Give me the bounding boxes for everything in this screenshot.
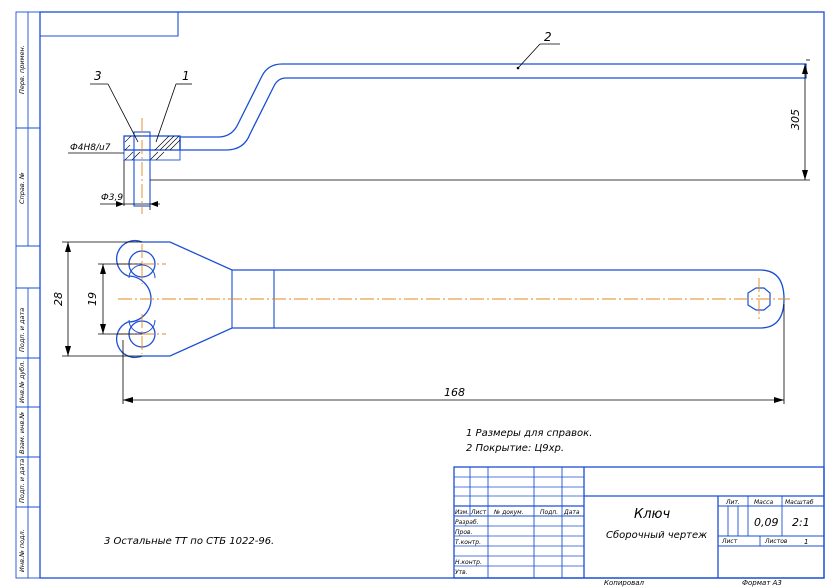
tb-razrab: Разраб. <box>455 519 479 526</box>
tb-listov: 1 <box>804 538 808 546</box>
tb-list-label: Лист <box>721 538 738 545</box>
side-label-podp-data-2: Подп. и дата <box>18 459 26 503</box>
note-3: 3 Остальные ТТ по СТБ 1022-96. <box>104 536 274 547</box>
dim-hole-fit-text: Ф4Н8/u7 <box>70 143 111 153</box>
side-label-perv-primen: Перв. примен. <box>18 45 26 94</box>
tb-listov-label: Листов <box>764 538 788 545</box>
side-label-inv-podl: Инв.№ подл. <box>18 529 26 572</box>
tb-utv: Утв. <box>455 569 468 576</box>
callout-1: 1 <box>182 69 190 83</box>
side-label-inv-dubl: Инв.№ дубл. <box>18 361 26 403</box>
head-lower <box>123 149 181 161</box>
tech-notes: 1 Размеры для справок. 2 Покрытие: Ц9хр.… <box>104 428 592 547</box>
tb-list: Лист <box>470 509 487 516</box>
dim-hole-fit: Ф4Н8/u7 <box>68 143 124 154</box>
dim-19: 19 <box>86 263 142 335</box>
title-block-labels: Изм. Лист № докум. Подп. Дата Разраб. Пр… <box>455 499 814 576</box>
callout-2: 2 <box>544 30 552 44</box>
tb-nkontr: Н.контр. <box>455 559 482 566</box>
sheet-outer-frame <box>15 11 825 579</box>
tb-massa-label: Масса <box>754 499 773 506</box>
dim-28: 28 <box>52 241 142 357</box>
section-hatching <box>124 135 181 161</box>
dim-168-text: 168 <box>444 386 465 399</box>
title-block <box>453 466 825 579</box>
dim-168: 168 <box>122 304 785 404</box>
tb-kopiroval: Копировал <box>604 579 645 587</box>
dim-28-text: 28 <box>52 292 65 306</box>
dim-dia39: Ф3,9 <box>100 193 160 207</box>
tb-masshtab-label: Масштаб <box>785 499 814 506</box>
callouts: 2 3 1 <box>90 30 560 143</box>
tb-data: Дата <box>563 509 580 516</box>
note-1: 1 Размеры для справок. <box>466 428 592 439</box>
sheet-inner-frame <box>39 11 825 579</box>
side-strip-lines <box>16 12 40 578</box>
dim-19-text: 19 <box>86 292 99 306</box>
side-strip-labels: Перв. примен. Справ. № Подп. и дата Инв.… <box>18 45 26 572</box>
handle-outline <box>179 63 807 151</box>
note-2: 2 Покрытие: Ц9хр. <box>466 443 564 454</box>
tb-lit-label: Лит. <box>725 499 740 506</box>
plan-outline <box>116 239 785 359</box>
tb-prov: Пров. <box>455 529 473 536</box>
dim-305: 305 <box>150 59 810 181</box>
dim-305-text: 305 <box>789 109 802 130</box>
callout-3: 3 <box>94 69 102 83</box>
top-designation-box <box>40 12 179 37</box>
tb-podp: Подп. <box>540 509 558 516</box>
tb-docnum: № докум. <box>493 509 524 516</box>
side-view <box>123 63 807 214</box>
tb-tkontr: Т.контр. <box>455 539 481 546</box>
jaw-hollow-top <box>128 264 156 279</box>
tb-massa: 0,09 <box>754 516 779 529</box>
title-block-values: Ключ Сборочный чертеж 0,09 2:1 1 Копиров… <box>604 507 810 587</box>
side-label-sprav: Справ. № <box>18 172 26 204</box>
side-label-vzam-inv: Взам. инв.№ <box>18 412 26 454</box>
tb-masshtab: 2:1 <box>792 516 810 529</box>
side-label-podp-data-1: Подп. и дата <box>18 308 26 352</box>
tb-name: Ключ <box>634 507 670 522</box>
dim-dia39-text: Ф3,9 <box>101 193 123 203</box>
tb-doc-type: Сборочный чертеж <box>606 529 707 541</box>
tb-format: Формат А3 <box>742 579 782 587</box>
plan-view <box>116 239 790 359</box>
tb-izm: Изм. <box>455 509 469 516</box>
